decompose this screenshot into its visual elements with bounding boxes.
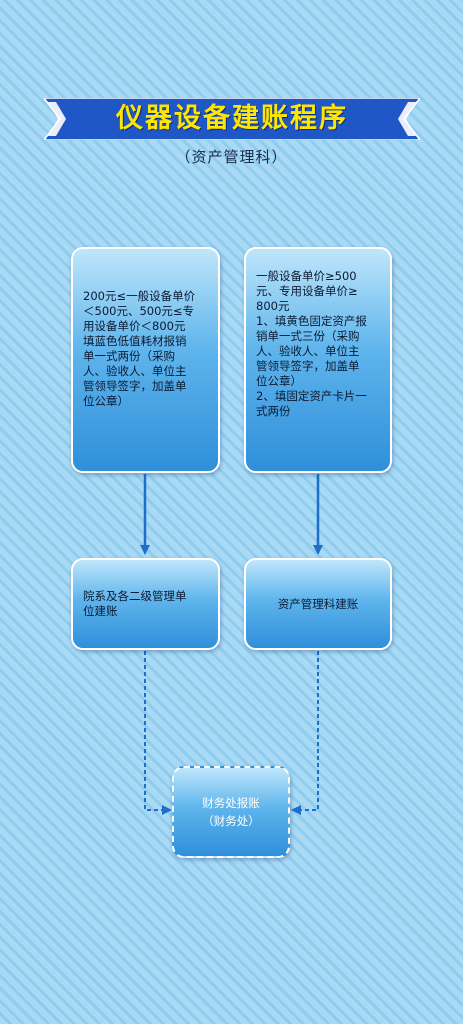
box-low-value-consumables: 200元≤一般设备单价 ＜500元、500元≤专 用设备单价＜800元 填蓝色低… bbox=[71, 247, 220, 473]
box-text-line: 用设备单价＜800元 bbox=[83, 319, 186, 333]
box-text-line: 800元 bbox=[256, 299, 290, 313]
box-text-line: 位公章） bbox=[256, 374, 302, 388]
box-text-block: 院系及各二级管理单 位建账 bbox=[83, 589, 187, 619]
box-text-line: 管领导签字，加盖单 bbox=[83, 379, 187, 393]
box-text-line: （财务处） bbox=[202, 814, 260, 828]
box-text-line: 单一式两份（采购 bbox=[83, 349, 175, 363]
box-text-line: 1、填黄色固定资产报 bbox=[256, 314, 367, 328]
box-text-line: 一般设备单价≥500 bbox=[256, 269, 357, 283]
box-text-line: 人、验收人、单位主 bbox=[256, 344, 360, 358]
box-text-line: 填蓝色低值耗材报销 bbox=[83, 334, 187, 348]
box-text-line: 位建账 bbox=[83, 604, 118, 618]
box-text-line: 200元≤一般设备单价 bbox=[83, 289, 196, 303]
box-text-line: 院系及各二级管理单 bbox=[83, 589, 187, 603]
box-text-line: 元、专用设备单价≥ bbox=[256, 284, 358, 298]
box-text-line: 人、验收人、单位主 bbox=[83, 364, 187, 378]
arrow-right-mid-to-final bbox=[291, 651, 319, 815]
box-department-accounting: 院系及各二级管理单 位建账 bbox=[71, 558, 220, 650]
box-text-line: ＜500元、500元≤专 bbox=[83, 304, 195, 318]
box-text-line: 式两份 bbox=[256, 404, 291, 418]
page-title: 仪器设备建账程序 bbox=[116, 103, 348, 134]
arrow-left-mid-to-final bbox=[144, 651, 172, 815]
box-text-line: 2、填固定资产卡片一 bbox=[256, 389, 367, 403]
box-text-line: 管领导签字，加盖单 bbox=[256, 359, 360, 373]
box-text-line: 财务处报账 bbox=[202, 796, 260, 810]
banner-ribbon-shape bbox=[44, 98, 420, 140]
box-finance-reimbursement: 财务处报账 （财务处） bbox=[172, 766, 290, 858]
box-text-line: 销单一式三份（采购 bbox=[256, 329, 360, 343]
box-text-line: 位公章） bbox=[83, 394, 129, 408]
box-text-line: 资产管理科建账 bbox=[277, 596, 359, 611]
page-subtitle: （资产管理科） bbox=[175, 148, 288, 166]
box-asset-office-accounting: 资产管理科建账 bbox=[244, 558, 392, 650]
title-banner: 仪器设备建账程序 bbox=[44, 98, 420, 140]
box-fixed-assets: 一般设备单价≥500 元、专用设备单价≥ 800元 1、填黄色固定资产报 销单一… bbox=[244, 247, 392, 473]
